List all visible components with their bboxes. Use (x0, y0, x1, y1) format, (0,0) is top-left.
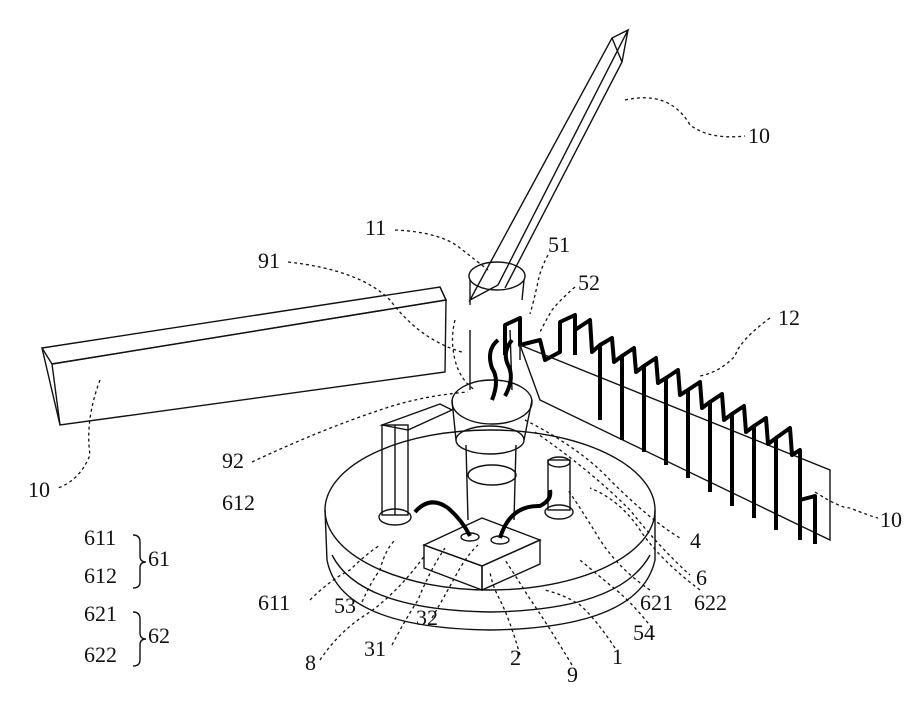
label-611: 611 (258, 590, 290, 615)
label-54: 54 (633, 620, 655, 645)
label-622: 622 (694, 590, 727, 615)
reference-labels: 10 10 10 11 51 52 91 12 92 612 4 6 611 5… (28, 123, 902, 687)
right-post (545, 457, 573, 519)
label-91: 91 (258, 248, 280, 273)
label-32: 32 (416, 605, 438, 630)
legend-62: 62 (148, 623, 170, 648)
label-92: 92 (222, 448, 244, 473)
left-post (379, 404, 452, 525)
legend-61: 61 (148, 546, 170, 571)
legend-labels: 611 612 61 621 622 62 (84, 525, 170, 667)
label-4: 4 (690, 528, 701, 553)
label-10-right: 10 (880, 507, 902, 532)
legend-612: 612 (84, 563, 117, 588)
label-612: 612 (222, 490, 255, 515)
base-disk (325, 430, 655, 630)
legend-brackets (133, 535, 146, 666)
leader-lines (58, 98, 878, 665)
label-6: 6 (696, 565, 707, 590)
label-52: 52 (578, 270, 600, 295)
left-blade (42, 287, 446, 425)
label-12: 12 (778, 305, 800, 330)
label-31: 31 (364, 636, 386, 661)
upper-blade (470, 30, 628, 300)
label-10-left: 10 (28, 477, 50, 502)
label-53: 53 (334, 593, 356, 618)
label-2: 2 (510, 645, 521, 670)
legend-622: 622 (84, 642, 117, 667)
label-621: 621 (640, 590, 673, 615)
label-9: 9 (567, 662, 578, 687)
label-1: 1 (612, 644, 623, 669)
label-51: 51 (548, 232, 570, 257)
legend-621: 621 (84, 601, 117, 626)
label-11: 11 (365, 215, 386, 240)
bold-wires (415, 340, 550, 538)
label-8: 8 (305, 650, 316, 675)
label-10-top: 10 (748, 123, 770, 148)
legend-611: 611 (84, 525, 116, 550)
